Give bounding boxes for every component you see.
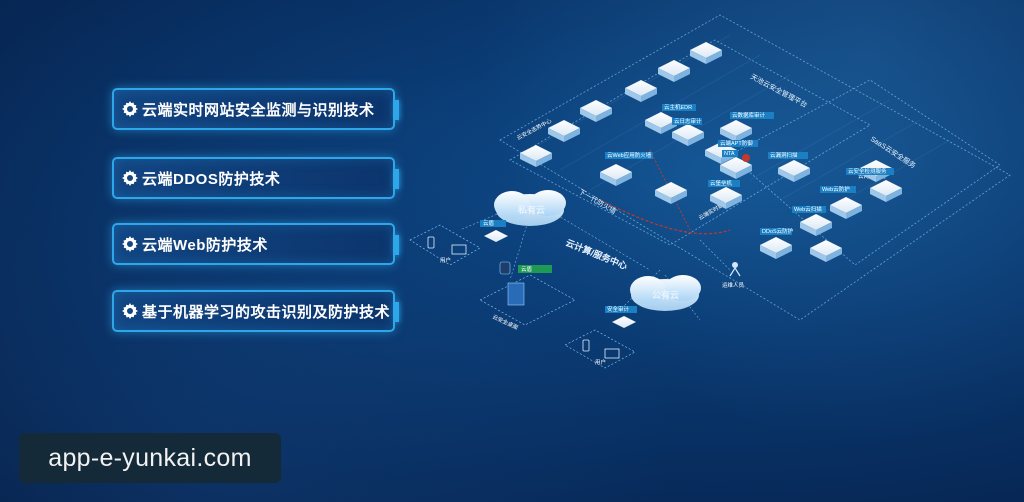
node-ids-center: 云安全态势中心 [515,116,553,167]
private-guard-node: 云盾 [480,220,508,242]
node-mid-2 [548,120,580,142]
security-audit-label: 安全审计 [607,305,630,313]
threat-data-line [599,199,731,235]
ddos-label: DDoS云防护 [762,227,794,235]
node-top-1 [625,80,657,102]
ids-center-label: 云安全态势中心 [515,116,553,141]
cloud-center-label: 云计算/服务中心 [564,237,629,272]
node-db-audit: 云数据库审计 [720,111,774,142]
vuln-scan-label: 云漏洞扫描 [770,151,798,159]
gear-icon [122,101,138,117]
web-tamper-label: Web云防护 [822,185,850,193]
db-audit-label: 云数据库审计 [732,111,766,119]
feature-item-4: 基于机器学习的攻击识别及防护技术 [112,290,399,332]
node-mid-3 [655,182,687,204]
feature-item-2: 云端DDOS防护技术 [112,157,399,199]
node-ddos: DDoS云防护 [760,227,794,259]
terminal-cluster-1: 用户 [409,224,481,266]
apt-label: 云端APT防御 [720,139,753,147]
cloud-desktop-label: 云安全桌面 [491,313,520,332]
terminal-cluster-2: 用户 [564,329,636,369]
node-bastion: 云堡垒机 [708,179,742,209]
service-nodes: 云安全态势中心 云Web应用防火墙 云主机EDR 云 [515,42,902,262]
yundun-label: 云盾 [521,266,533,273]
gear-icon [122,303,138,319]
architecture-diagram: 天池云安全管理平台 SaaS云安全服务 云端实时数据 私有云 公有云 [400,0,1024,400]
cloud-audit-label: 云日志审计 [674,117,702,125]
ops-personnel-label: 运维人员 [722,281,745,289]
web-scan-label: Web云扫描 [794,205,822,213]
platform-label: 天池云安全管理平台 [749,72,809,110]
terminal-user-label: 用户 [440,256,451,264]
waf-label: 云Web应用防火墙 [607,151,652,159]
node-cloud-audit: 云日志审计 [672,117,704,146]
node-vuln-scan: 云漏洞扫描 [768,151,810,182]
diagram-canvas: 天池云安全管理平台 SaaS云安全服务 云端实时数据 私有云 公有云 [409,14,1011,369]
public-cloud-label: 公有云 [652,289,679,300]
feature-item-1: 云端实时网站安全监测与识别技术 [112,88,399,130]
node-mid-4 [810,240,842,262]
sec-consult-label: 云安全检测服务 [848,167,887,175]
nta-label: NTA [724,151,735,157]
node-mid-1 [580,100,612,122]
node-web-tamper: Web云防护 [820,185,862,219]
bastion-label: 云堡垒机 [710,179,733,187]
feature-label: 云端实时网站安全监测与识别技术 [142,101,375,119]
platform-outline [499,14,1011,321]
watermark: app-e-yunkai.com [19,433,281,483]
feature-item-3: 云端Web防护技术 [112,223,399,265]
node-nta: NTA [720,150,752,179]
terminal-user-label: 用户 [595,358,606,366]
node-top-3 [690,42,722,64]
feature-label: 云端Web防护技术 [142,236,268,254]
node-waf: 云Web应用防火墙 [600,151,653,186]
feature-label: 基于机器学习的攻击识别及防护技术 [142,303,391,321]
gear-icon [122,236,138,252]
public-audit-node: 安全审计 [605,305,637,328]
private-cloud-label: 私有云 [517,204,545,215]
node-web-scan: Web云扫描 [792,205,832,236]
gear-icon [122,170,138,186]
private-yundun-label: 云盾 [483,220,495,227]
next-gen-firewall-label: 下一代防火墙 [577,187,618,216]
node-sec-consult: 云安全检测服务 [846,160,894,182]
node-top-2 [658,60,690,82]
ops-personnel: 运维人员 [722,262,745,289]
host-edr-label: 云主机EDR [664,103,692,111]
onprem-node: 云盾 云安全桌面 [479,261,576,332]
feature-label: 云端DDOS防护技术 [142,170,281,188]
public-cloud: 公有云 [630,275,701,311]
private-cloud: 私有云 [494,190,566,226]
